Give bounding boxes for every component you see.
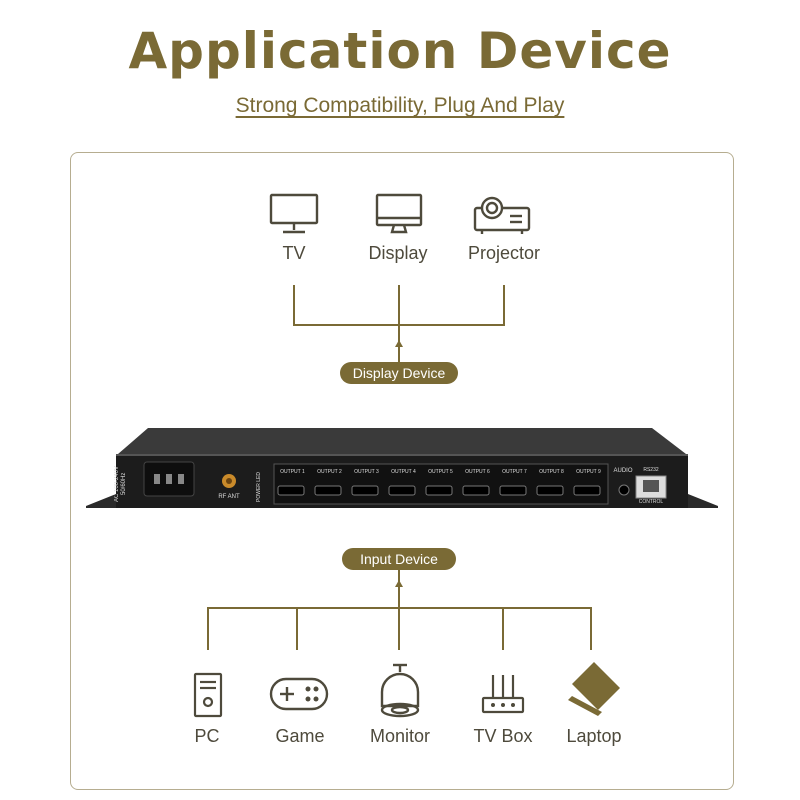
output-label-8: OUTPUT 8 [539, 469, 564, 475]
display-label-projector: Projector [467, 243, 541, 263]
laptop-icon [568, 662, 620, 716]
control-label: CONTROL [638, 499, 664, 505]
rf-ant-label: RF ANT [218, 494, 240, 500]
output-label-7: OUTPUT 7 [502, 469, 527, 475]
diagram-frame [70, 152, 734, 790]
display-device-badge: Display Device [340, 362, 458, 384]
gamepad-icon [269, 677, 329, 711]
input-label-pc: PC [194, 726, 220, 746]
display-icon [375, 193, 423, 234]
page-title: Application Device [128, 22, 672, 80]
output-label-3: OUTPUT 3 [354, 469, 379, 475]
output-label-1: OUTPUT 1 [280, 469, 305, 475]
subtitle-text: Strong Compatibility, Plug And Play [235, 94, 565, 117]
projector-icon [473, 196, 531, 234]
camera-icon [380, 663, 420, 718]
audio-label: AUDIO [613, 468, 633, 474]
page-subtitle: Strong Compatibility, Plug And Play [0, 94, 800, 118]
input-label-laptop: Laptop [566, 726, 622, 746]
matrix-device-image [86, 428, 718, 508]
output-label-2: OUTPUT 2 [317, 469, 342, 475]
input-label-game: Game [275, 726, 325, 746]
pc-icon [193, 672, 223, 718]
power-led-label: POWER LED [256, 471, 262, 502]
rs232-label: RS232 [643, 467, 659, 473]
power-input-label: AC 100-240V 50/60Hz [114, 465, 127, 503]
display-label-tv: TV [282, 243, 306, 263]
output-label-4: OUTPUT 4 [391, 469, 416, 475]
output-label-9: OUTPUT 9 [576, 469, 601, 475]
router-icon [481, 675, 525, 714]
display-label-display: Display [368, 243, 428, 263]
output-label-5: OUTPUT 5 [428, 469, 453, 475]
output-label-6: OUTPUT 6 [465, 469, 490, 475]
input-label-monitor: Monitor [369, 726, 431, 746]
input-device-badge: Input Device [342, 548, 456, 570]
input-label-tvbox: TV Box [473, 726, 533, 746]
tv-icon [269, 193, 319, 234]
